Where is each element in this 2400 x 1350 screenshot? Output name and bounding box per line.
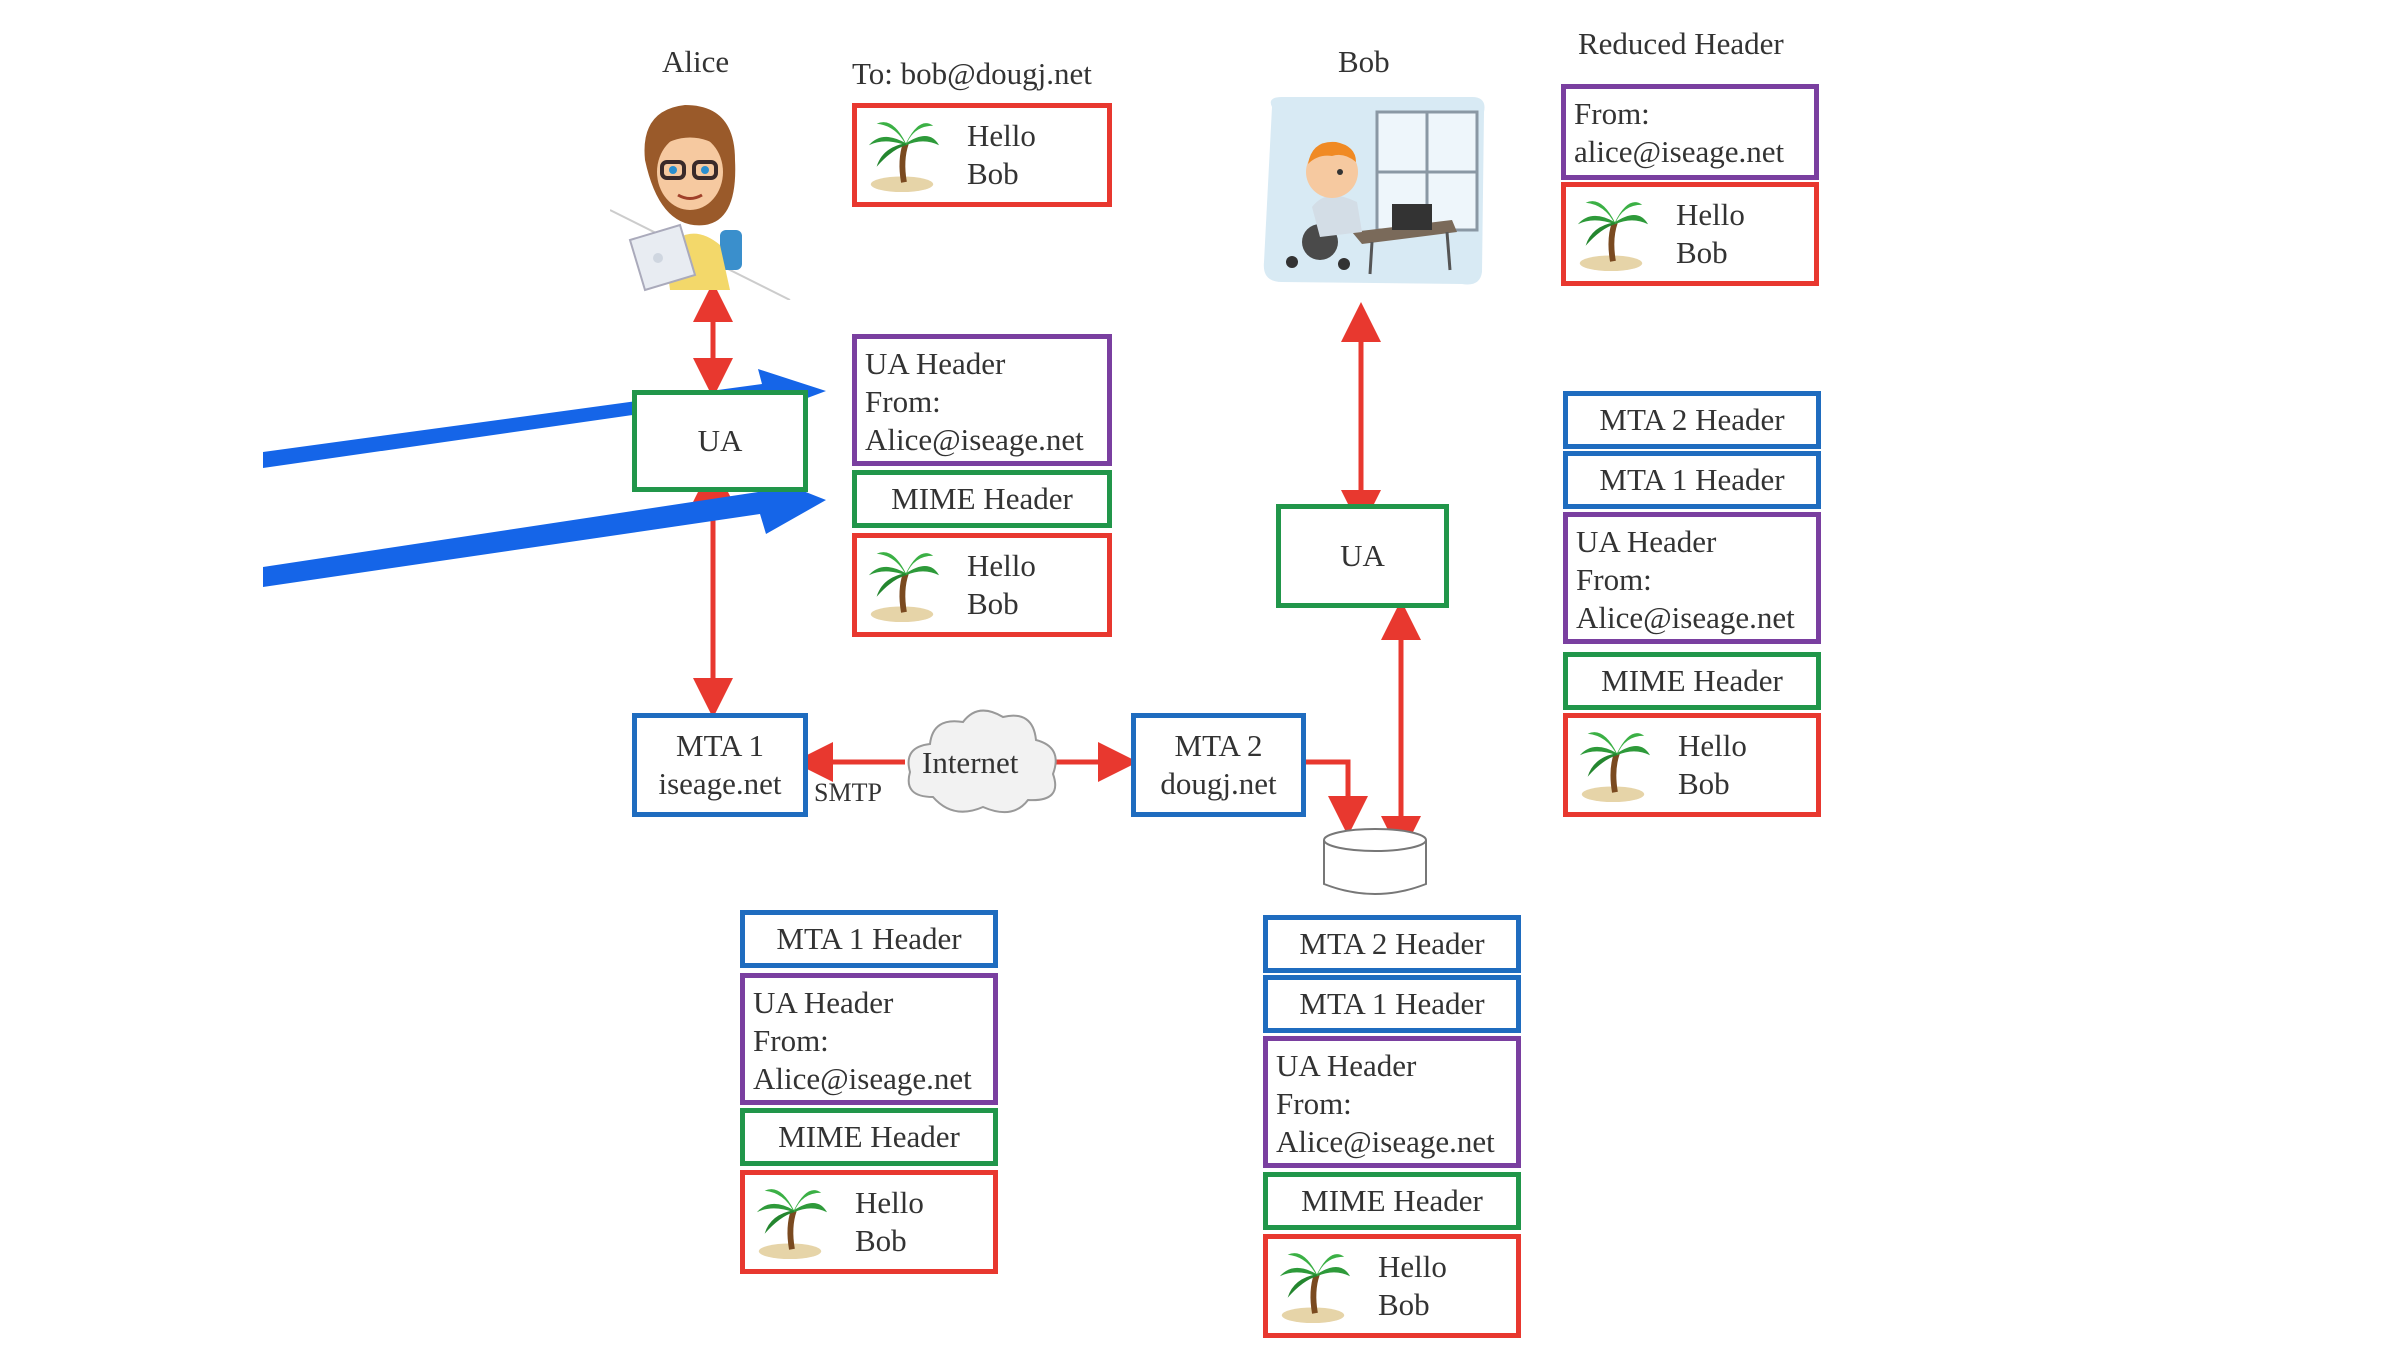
smtp-label: SMTP [814, 778, 882, 807]
mta1-header-box: MTA 1 Header [1263, 975, 1521, 1033]
ua-header-title: UA Header [753, 985, 894, 1020]
alice-avatar-icon [610, 105, 791, 300]
reduced-from-label: From: [1574, 96, 1650, 131]
message-box-mta1: Hello Bob [740, 1170, 998, 1274]
reduced-header-title: Reduced Header [1578, 26, 1784, 61]
mime-header-label: MIME Header [891, 481, 1073, 517]
mta1-name: MTA 1 [676, 728, 764, 764]
ua-header-box: UA Header From: Alice@iseage.net [740, 973, 998, 1105]
mime-header-label: MIME Header [1601, 663, 1783, 699]
ua-header-box: UA Header From: Alice@iseage.net [1563, 512, 1821, 644]
highlight-arrow-mime-header [263, 472, 826, 587]
message-line2: Bob [855, 1223, 907, 1258]
reduced-from-address: alice@iseage.net [1574, 133, 1785, 169]
bob-ua-label: UA [1340, 538, 1385, 574]
message-box-draft: Hello Bob [852, 103, 1112, 207]
message-line2: Bob [1678, 766, 1730, 801]
message-line2: Bob [1676, 235, 1728, 270]
message-box-mta2: Hello Bob [1263, 1234, 1521, 1338]
mta1-node: MTA 1 iseage.net [632, 713, 808, 817]
alice-ua-node: UA [632, 390, 808, 492]
mime-header-label: MIME Header [778, 1119, 960, 1155]
message-line1: Hello [855, 1185, 924, 1221]
ua-header-title: UA Header [1576, 524, 1717, 559]
ua-header-box: UA Header From: Alice@iseage.net [1263, 1036, 1521, 1168]
cloud-icon [907, 709, 1057, 814]
mta2-domain: dougj.net [1160, 766, 1277, 801]
highlight-arrow-ua-header [263, 369, 826, 468]
mta1-header-box: MTA 1 Header [740, 910, 998, 968]
ua-header-title: UA Header [865, 346, 1006, 381]
bob-avatar-icon [1263, 97, 1485, 285]
internet-label: Internet [922, 745, 1019, 780]
from-address: Alice@iseage.net [753, 1060, 972, 1096]
palm-tree-icon [1279, 1253, 1351, 1324]
message-line2: Bob [1378, 1287, 1430, 1322]
to-address-label: To: bob@dougj.net [852, 56, 1092, 91]
from-label: From: [753, 1022, 829, 1058]
mime-header-label: MIME Header [1301, 1183, 1483, 1219]
mta2-node: MTA 2 dougj.net [1131, 713, 1306, 817]
from-address: Alice@iseage.net [865, 421, 1084, 457]
message-box-reduced: Hello Bob [1561, 182, 1819, 286]
mta2-header-label: MTA 2 Header [1299, 926, 1485, 962]
palm-tree-icon [1577, 201, 1649, 272]
message-box-received: Hello Bob [1563, 713, 1821, 817]
alice-label: Alice [662, 44, 730, 79]
message-line1: Hello [1676, 197, 1745, 233]
mta2-name: MTA 2 [1174, 728, 1263, 764]
message-line2: Bob [967, 586, 1019, 621]
message-line1: Hello [967, 118, 1036, 154]
message-line2: Bob [967, 156, 1019, 191]
mta1-header-label: MTA 1 Header [776, 921, 962, 957]
mime-header-box: MIME Header [1263, 1172, 1521, 1230]
ua-header-box: UA Header From: Alice@iseage.net [852, 334, 1112, 466]
bob-label: Bob [1338, 44, 1390, 79]
mta1-domain: iseage.net [658, 766, 782, 801]
message-box-ua: Hello Bob [852, 533, 1112, 637]
mime-header-box: MIME Header [1563, 652, 1821, 710]
alice-ua-label: UA [697, 423, 743, 459]
reduced-from-box: From: alice@iseage.net [1561, 84, 1819, 180]
mime-header-box: MIME Header [852, 470, 1112, 528]
palm-tree-icon [1579, 732, 1651, 803]
database-icon [1323, 828, 1427, 895]
mta2-store-arrow [1303, 759, 1368, 836]
from-label: From: [865, 383, 941, 419]
mime-header-box: MIME Header [740, 1108, 998, 1166]
from-address: Alice@iseage.net [1276, 1123, 1495, 1159]
message-line1: Hello [1678, 728, 1747, 764]
palm-tree-icon [756, 1189, 828, 1260]
ua-header-title: UA Header [1276, 1048, 1417, 1083]
mta2-header-box: MTA 2 Header [1563, 391, 1821, 449]
palm-tree-icon [868, 122, 940, 193]
from-label: From: [1276, 1085, 1352, 1121]
mta2-header-label: MTA 2 Header [1599, 402, 1785, 438]
message-line1: Hello [1378, 1249, 1447, 1285]
from-address: Alice@iseage.net [1576, 599, 1795, 635]
palm-tree-icon [868, 552, 940, 623]
mta1-header-label: MTA 1 Header [1599, 462, 1785, 498]
message-line1: Hello [967, 548, 1036, 584]
mta1-header-box: MTA 1 Header [1563, 451, 1821, 509]
mta1-header-label: MTA 1 Header [1299, 986, 1485, 1022]
from-label: From: [1576, 561, 1652, 597]
bob-ua-node: UA [1276, 504, 1449, 608]
mta2-header-box: MTA 2 Header [1263, 915, 1521, 973]
